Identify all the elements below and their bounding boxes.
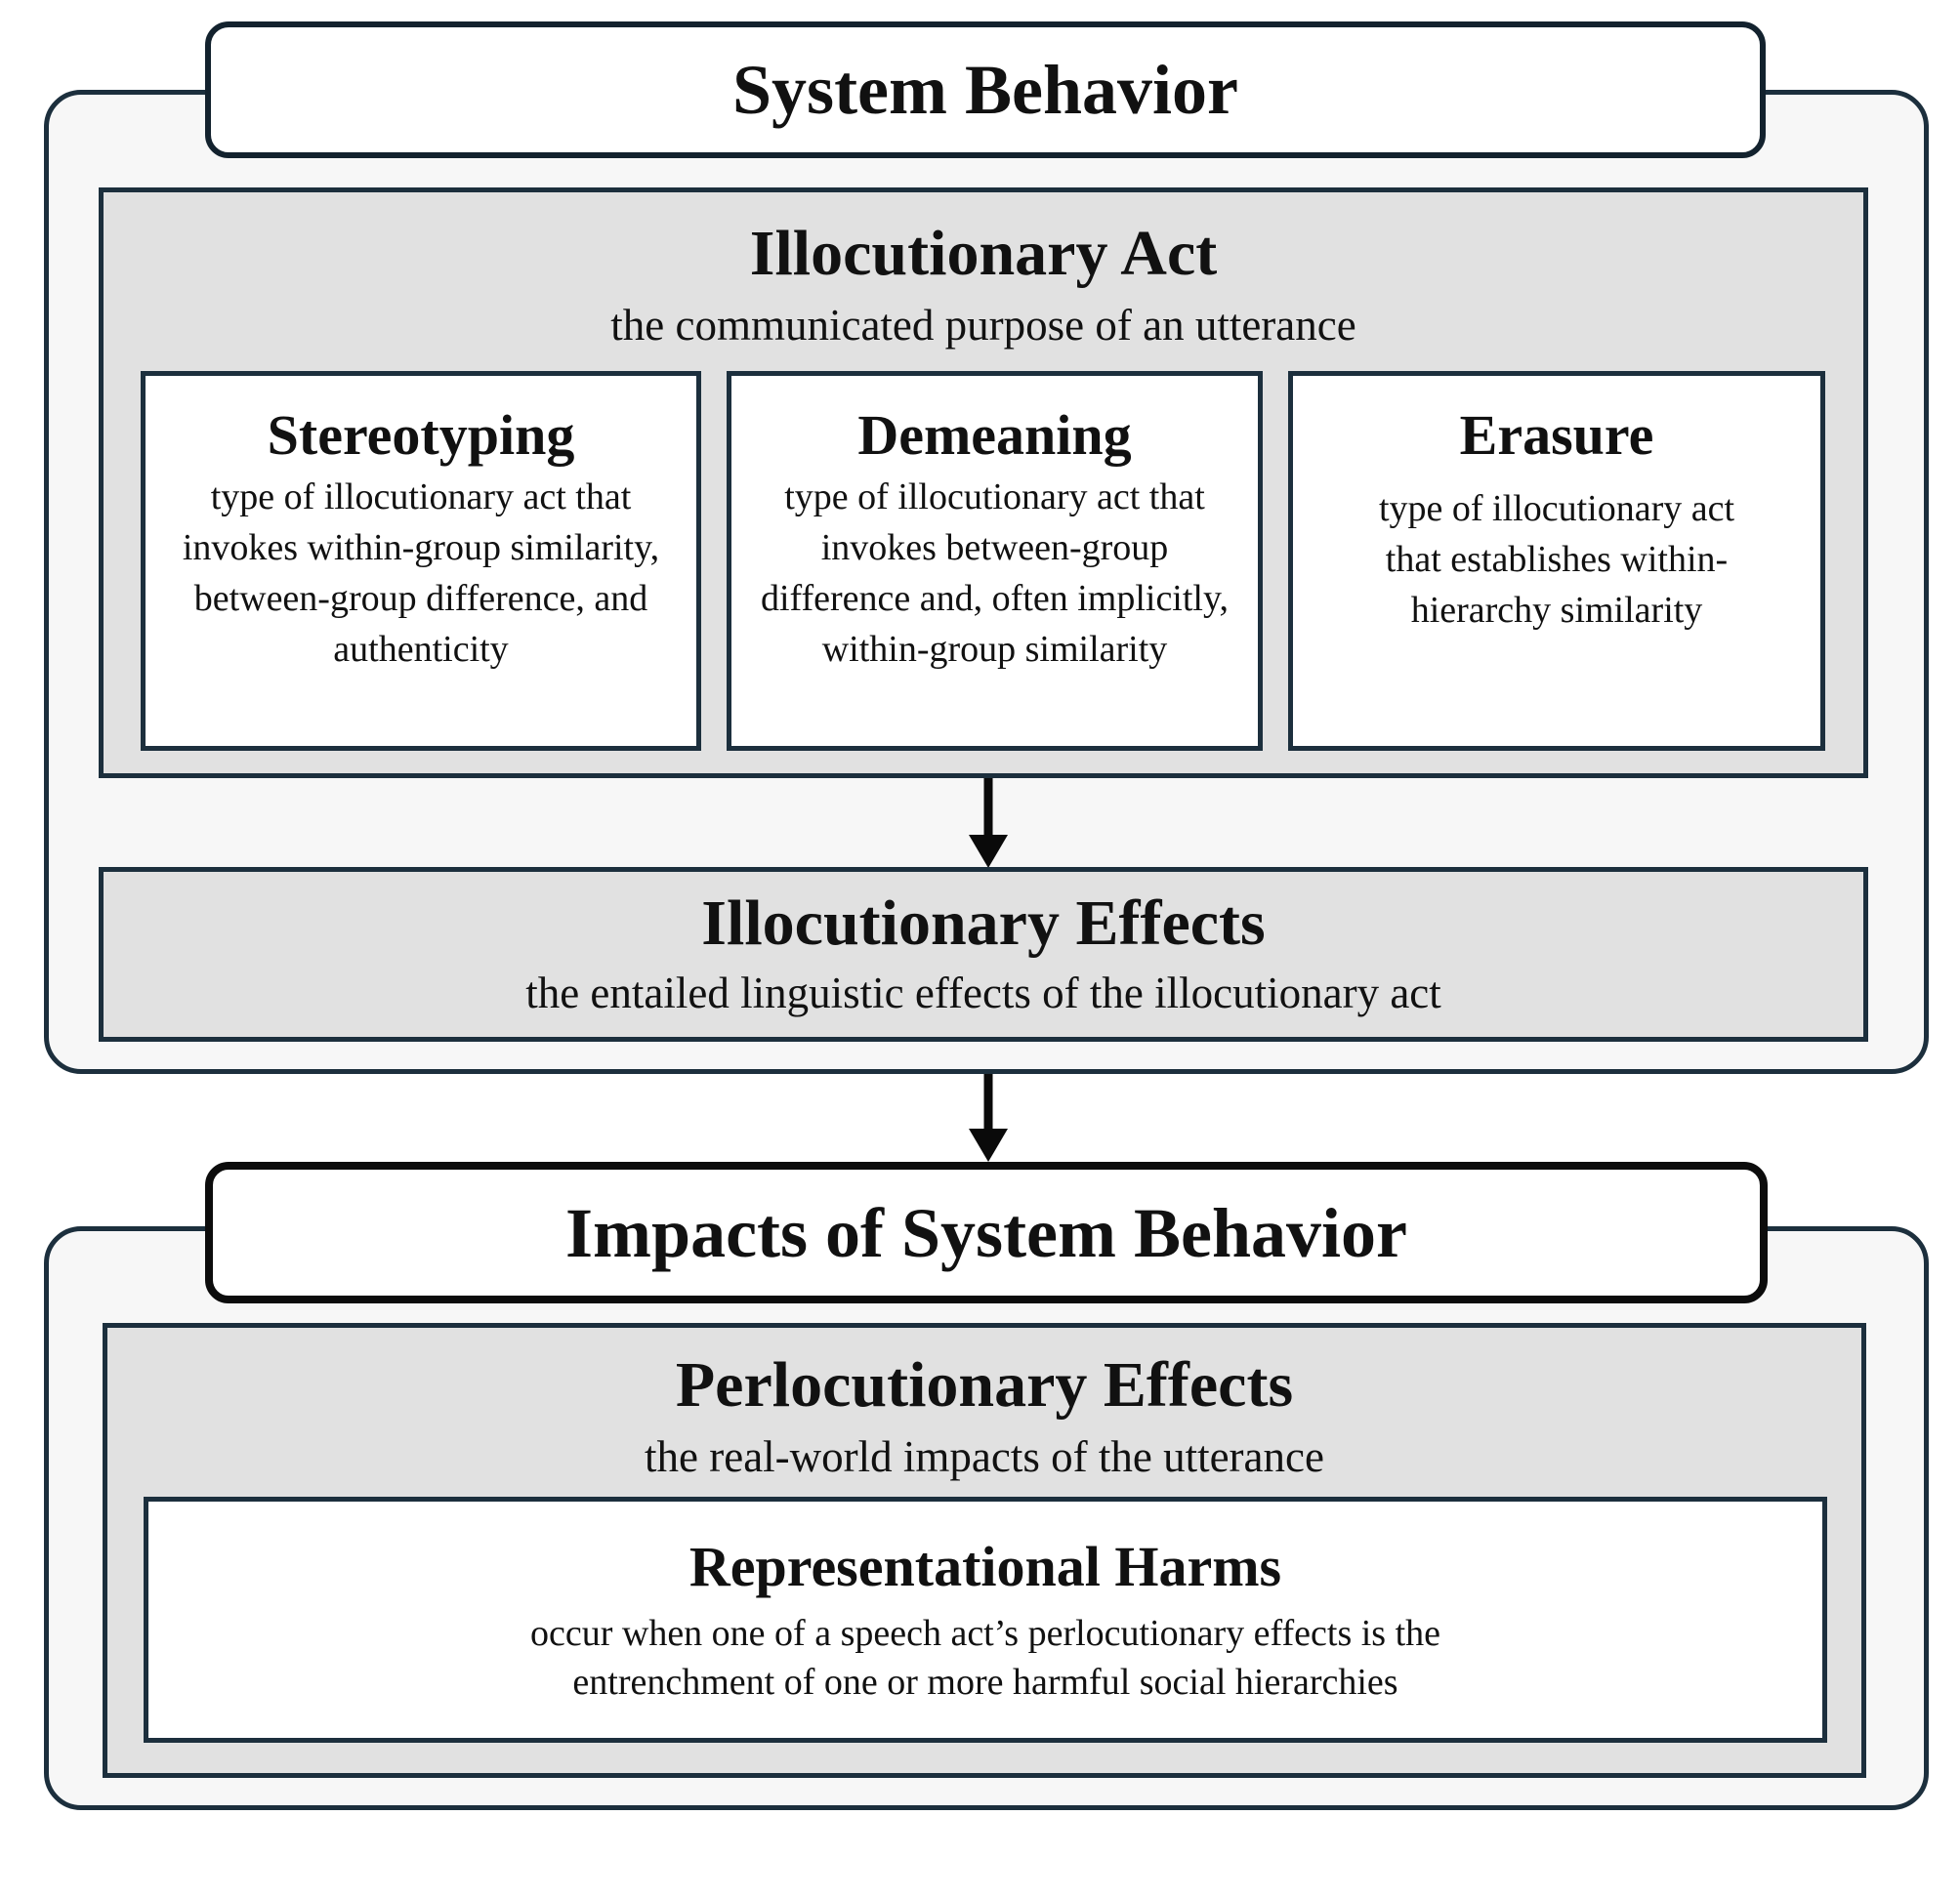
representational-harms-description: occur when one of a speech act’s perlocu…: [529, 1613, 1441, 1703]
illocutionary-act-subtitle: the communicated purpose of an utterance: [610, 301, 1356, 350]
stereotyping-title: Stereotyping: [267, 403, 575, 467]
system-behavior-title: System Behavior: [732, 51, 1238, 129]
perlocutionary-effects-subtitle: the real-world impacts of the utterance: [645, 1432, 1324, 1481]
representational-harms-box: Representational Harms occur when one of…: [144, 1497, 1827, 1743]
erasure-title: Erasure: [1459, 403, 1654, 467]
demeaning-description: type of illocutionary act that invokes b…: [760, 476, 1230, 670]
illocutionary-effects-subtitle: the entailed linguistic effects of the i…: [525, 969, 1441, 1017]
stereotyping-box: Stereotyping type of illocutionary act t…: [141, 371, 701, 751]
erasure-description: type of illocutionary act that establish…: [1378, 488, 1735, 631]
perlocutionary-effects-title: Perlocutionary Effects: [675, 1349, 1294, 1421]
system-behavior-header: System Behavior: [205, 21, 1766, 158]
demeaning-title: Demeaning: [857, 403, 1132, 467]
erasure-box: Erasure type of illocutionary act that e…: [1288, 371, 1825, 751]
illocutionary-act-title: Illocutionary Act: [749, 218, 1218, 289]
stereotyping-description: type of illocutionary act that invokes w…: [182, 476, 660, 670]
arrow-down-icon: [969, 1074, 1008, 1162]
arrow-down-icon: [969, 778, 1008, 868]
impacts-header: Impacts of System Behavior: [205, 1162, 1768, 1303]
impacts-title: Impacts of System Behavior: [565, 1193, 1407, 1272]
illocutionary-effects-box: Illocutionary Effects the entailed lingu…: [99, 867, 1868, 1042]
demeaning-box: Demeaning type of illocutionary act that…: [727, 371, 1263, 751]
illocutionary-effects-title: Illocutionary Effects: [701, 887, 1266, 959]
representational-harms-title: Representational Harms: [688, 1535, 1282, 1598]
